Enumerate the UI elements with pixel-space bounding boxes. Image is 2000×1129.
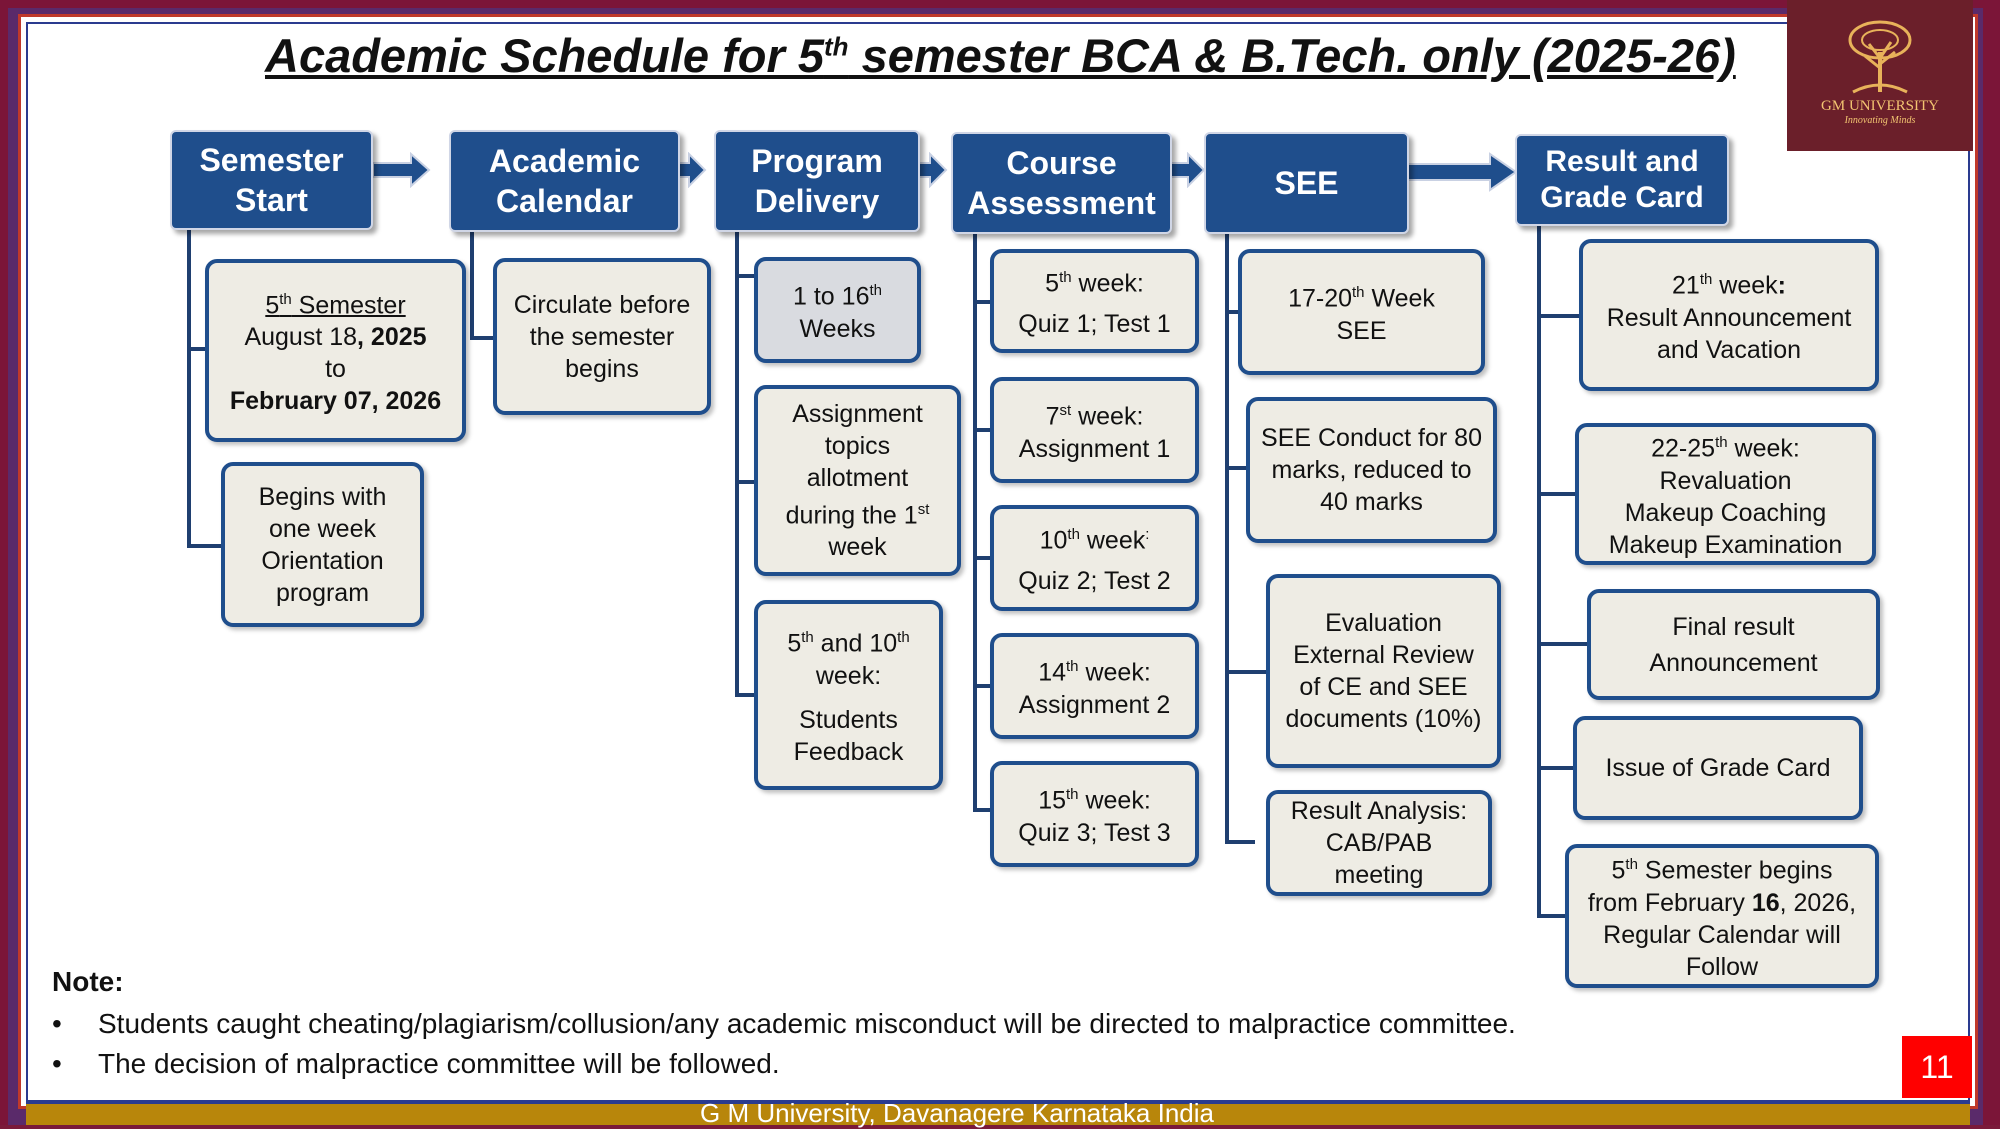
university-logo: GM UNIVERSITY Innovating Minds xyxy=(1787,0,1973,151)
connector-line xyxy=(1537,914,1567,918)
result-announcement-box: 21th week: Result Announcement and Vacat… xyxy=(1579,239,1879,391)
connector-line xyxy=(1225,840,1255,844)
semester-dates-box: 5th Semester August 18, 2025 to February… xyxy=(205,259,466,442)
connector-line xyxy=(1537,314,1583,318)
connector-line xyxy=(973,556,993,560)
connector-line xyxy=(1225,466,1261,470)
assessment-week15-box: 15th week:Quiz 3; Test 3 xyxy=(990,761,1199,867)
assignment-allotment-box: Assignment topics allotment during the 1… xyxy=(754,385,961,576)
note-heading: Note: xyxy=(52,966,124,997)
connector-line xyxy=(973,300,993,304)
assessment-week5-box: 5th week:Quiz 1; Test 1 xyxy=(990,249,1199,353)
right-arrow-icon xyxy=(1168,152,1206,188)
student-feedback-box: 5th and 10th week: Students Feedback xyxy=(754,600,943,790)
footer-divider xyxy=(26,1100,1970,1104)
page-number: 11 xyxy=(1902,1036,1972,1098)
connector-line xyxy=(1225,670,1267,674)
footer-bar xyxy=(26,1102,1970,1125)
connector-line xyxy=(1225,230,1229,844)
connector-line xyxy=(973,428,993,432)
assessment-week14-box: 14th week:Assignment 2 xyxy=(990,633,1199,739)
connector-line xyxy=(1537,492,1579,496)
header-see: SEE xyxy=(1204,132,1409,234)
connector-line xyxy=(1537,766,1575,770)
note-bullet: •Students caught cheating/plagiarism/col… xyxy=(52,1008,1516,1039)
slide-title: Academic Schedule for 5th semester BCA &… xyxy=(265,29,1736,82)
connector-line xyxy=(1537,642,1589,646)
connector-line xyxy=(735,480,755,484)
connector-line xyxy=(735,693,755,697)
tree-logo-icon xyxy=(1848,20,1912,94)
connector-line xyxy=(187,347,206,351)
revaluation-box: 22-25th week: Revaluation Makeup Coachin… xyxy=(1575,423,1876,565)
assessment-week10-box: 10th week:Quiz 2; Test 2 xyxy=(990,505,1199,611)
connector-line xyxy=(1537,225,1541,917)
connector-line xyxy=(470,336,494,340)
connector-line xyxy=(187,544,222,548)
connector-line xyxy=(735,230,739,697)
logo-tagline: Innovating Minds xyxy=(1844,115,1916,126)
connector-line xyxy=(1225,310,1245,314)
footer-text: G M University, Davanagere Karnataka Ind… xyxy=(700,1098,1214,1128)
logo-name: GM UNIVERSITY xyxy=(1821,98,1939,114)
connector-line xyxy=(973,230,977,812)
connector-line xyxy=(735,274,755,278)
connector-line xyxy=(973,684,993,688)
note-bullet: •The decision of malpractice committee w… xyxy=(52,1048,780,1079)
right-arrow-icon xyxy=(373,152,431,188)
connector-line xyxy=(973,808,993,812)
assessment-week7-box: 7st week:Assignment 1 xyxy=(990,377,1199,483)
grade-card-box: Issue of Grade Card xyxy=(1573,716,1863,820)
right-arrow-icon xyxy=(1406,152,1518,192)
connector-line xyxy=(470,230,474,340)
next-semester-box: 5th Semester begins from February 16, 20… xyxy=(1565,844,1879,988)
connector-line xyxy=(187,230,191,548)
